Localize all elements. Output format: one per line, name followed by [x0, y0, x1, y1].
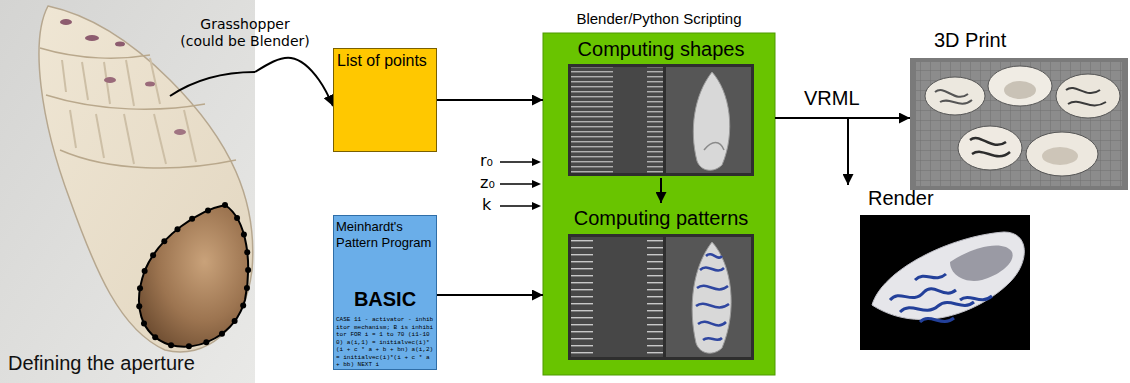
- outline-point: [222, 202, 228, 208]
- render-image: [860, 215, 1030, 350]
- scripting-box: Blender/Python ScriptingComputing shapes…: [543, 8, 775, 375]
- parameter-arrows: [500, 158, 541, 210]
- output-title: 3D Print: [934, 27, 1128, 53]
- outline-point: [244, 249, 250, 255]
- output-title: Render: [868, 185, 1032, 211]
- print-photo: [910, 58, 1128, 190]
- outline-point: [161, 238, 167, 244]
- outline-point: [150, 252, 156, 258]
- outline-point: [205, 208, 211, 214]
- photo-panel: Defining the aperture: [0, 0, 255, 383]
- program-box: Meinhardt's Pattern ProgramBASIC CASE 11 …: [333, 215, 437, 370]
- flow-arrow: [255, 58, 333, 106]
- outline-point: [240, 302, 246, 308]
- outline-point: [152, 334, 158, 340]
- outline-point: [203, 339, 209, 345]
- edge-label: VRML: [804, 86, 860, 110]
- outline-point: [241, 232, 247, 238]
- shapes-screenshot: [568, 64, 754, 176]
- step-title: Computing shapes: [565, 37, 757, 61]
- output-panel: Render: [840, 185, 1032, 352]
- parameter-label: k: [482, 195, 491, 215]
- flow-arrow: [775, 118, 848, 185]
- data-box: List of points: [333, 48, 437, 152]
- flow-arrow: [437, 294, 543, 296]
- scripting-panel: [543, 33, 775, 375]
- outline-point: [219, 331, 225, 337]
- output-panel: 3D Print: [910, 25, 1128, 192]
- language-label: BASIC: [336, 288, 434, 311]
- outline-point: [168, 342, 174, 348]
- edge-label: Grasshopper (could be Blender): [178, 16, 312, 50]
- parameter-label: r₀: [480, 151, 493, 171]
- outline-point: [142, 268, 148, 274]
- photo-caption: Defining the aperture: [8, 352, 255, 375]
- panel-title: Blender/Python Scripting: [543, 8, 775, 30]
- box-title: List of points: [337, 52, 433, 70]
- flow-arrow: [660, 178, 662, 203]
- box-title: Meinhardt's Pattern Program: [336, 219, 434, 250]
- shell-photo: [0, 0, 255, 383]
- parameter-label: z₀: [480, 173, 495, 193]
- outline-point: [245, 267, 251, 273]
- outline-point: [244, 285, 250, 291]
- step-box: Computing patterns: [565, 203, 757, 363]
- code-text: CASE 11 - activator - inhibitor mechanis…: [336, 316, 434, 369]
- outline-point: [141, 320, 147, 326]
- outline-point: [136, 303, 142, 309]
- patterns-screenshot: [568, 234, 754, 360]
- outline-point: [232, 318, 238, 324]
- outline-point: [174, 226, 180, 232]
- outline-point: [234, 215, 240, 221]
- step-title: Computing patterns: [565, 206, 757, 230]
- step-box: Computing shapes: [565, 37, 757, 178]
- flow-arrow: [437, 99, 543, 101]
- outline-point: [137, 285, 143, 291]
- outline-point: [189, 216, 195, 222]
- outline-point: [186, 343, 192, 349]
